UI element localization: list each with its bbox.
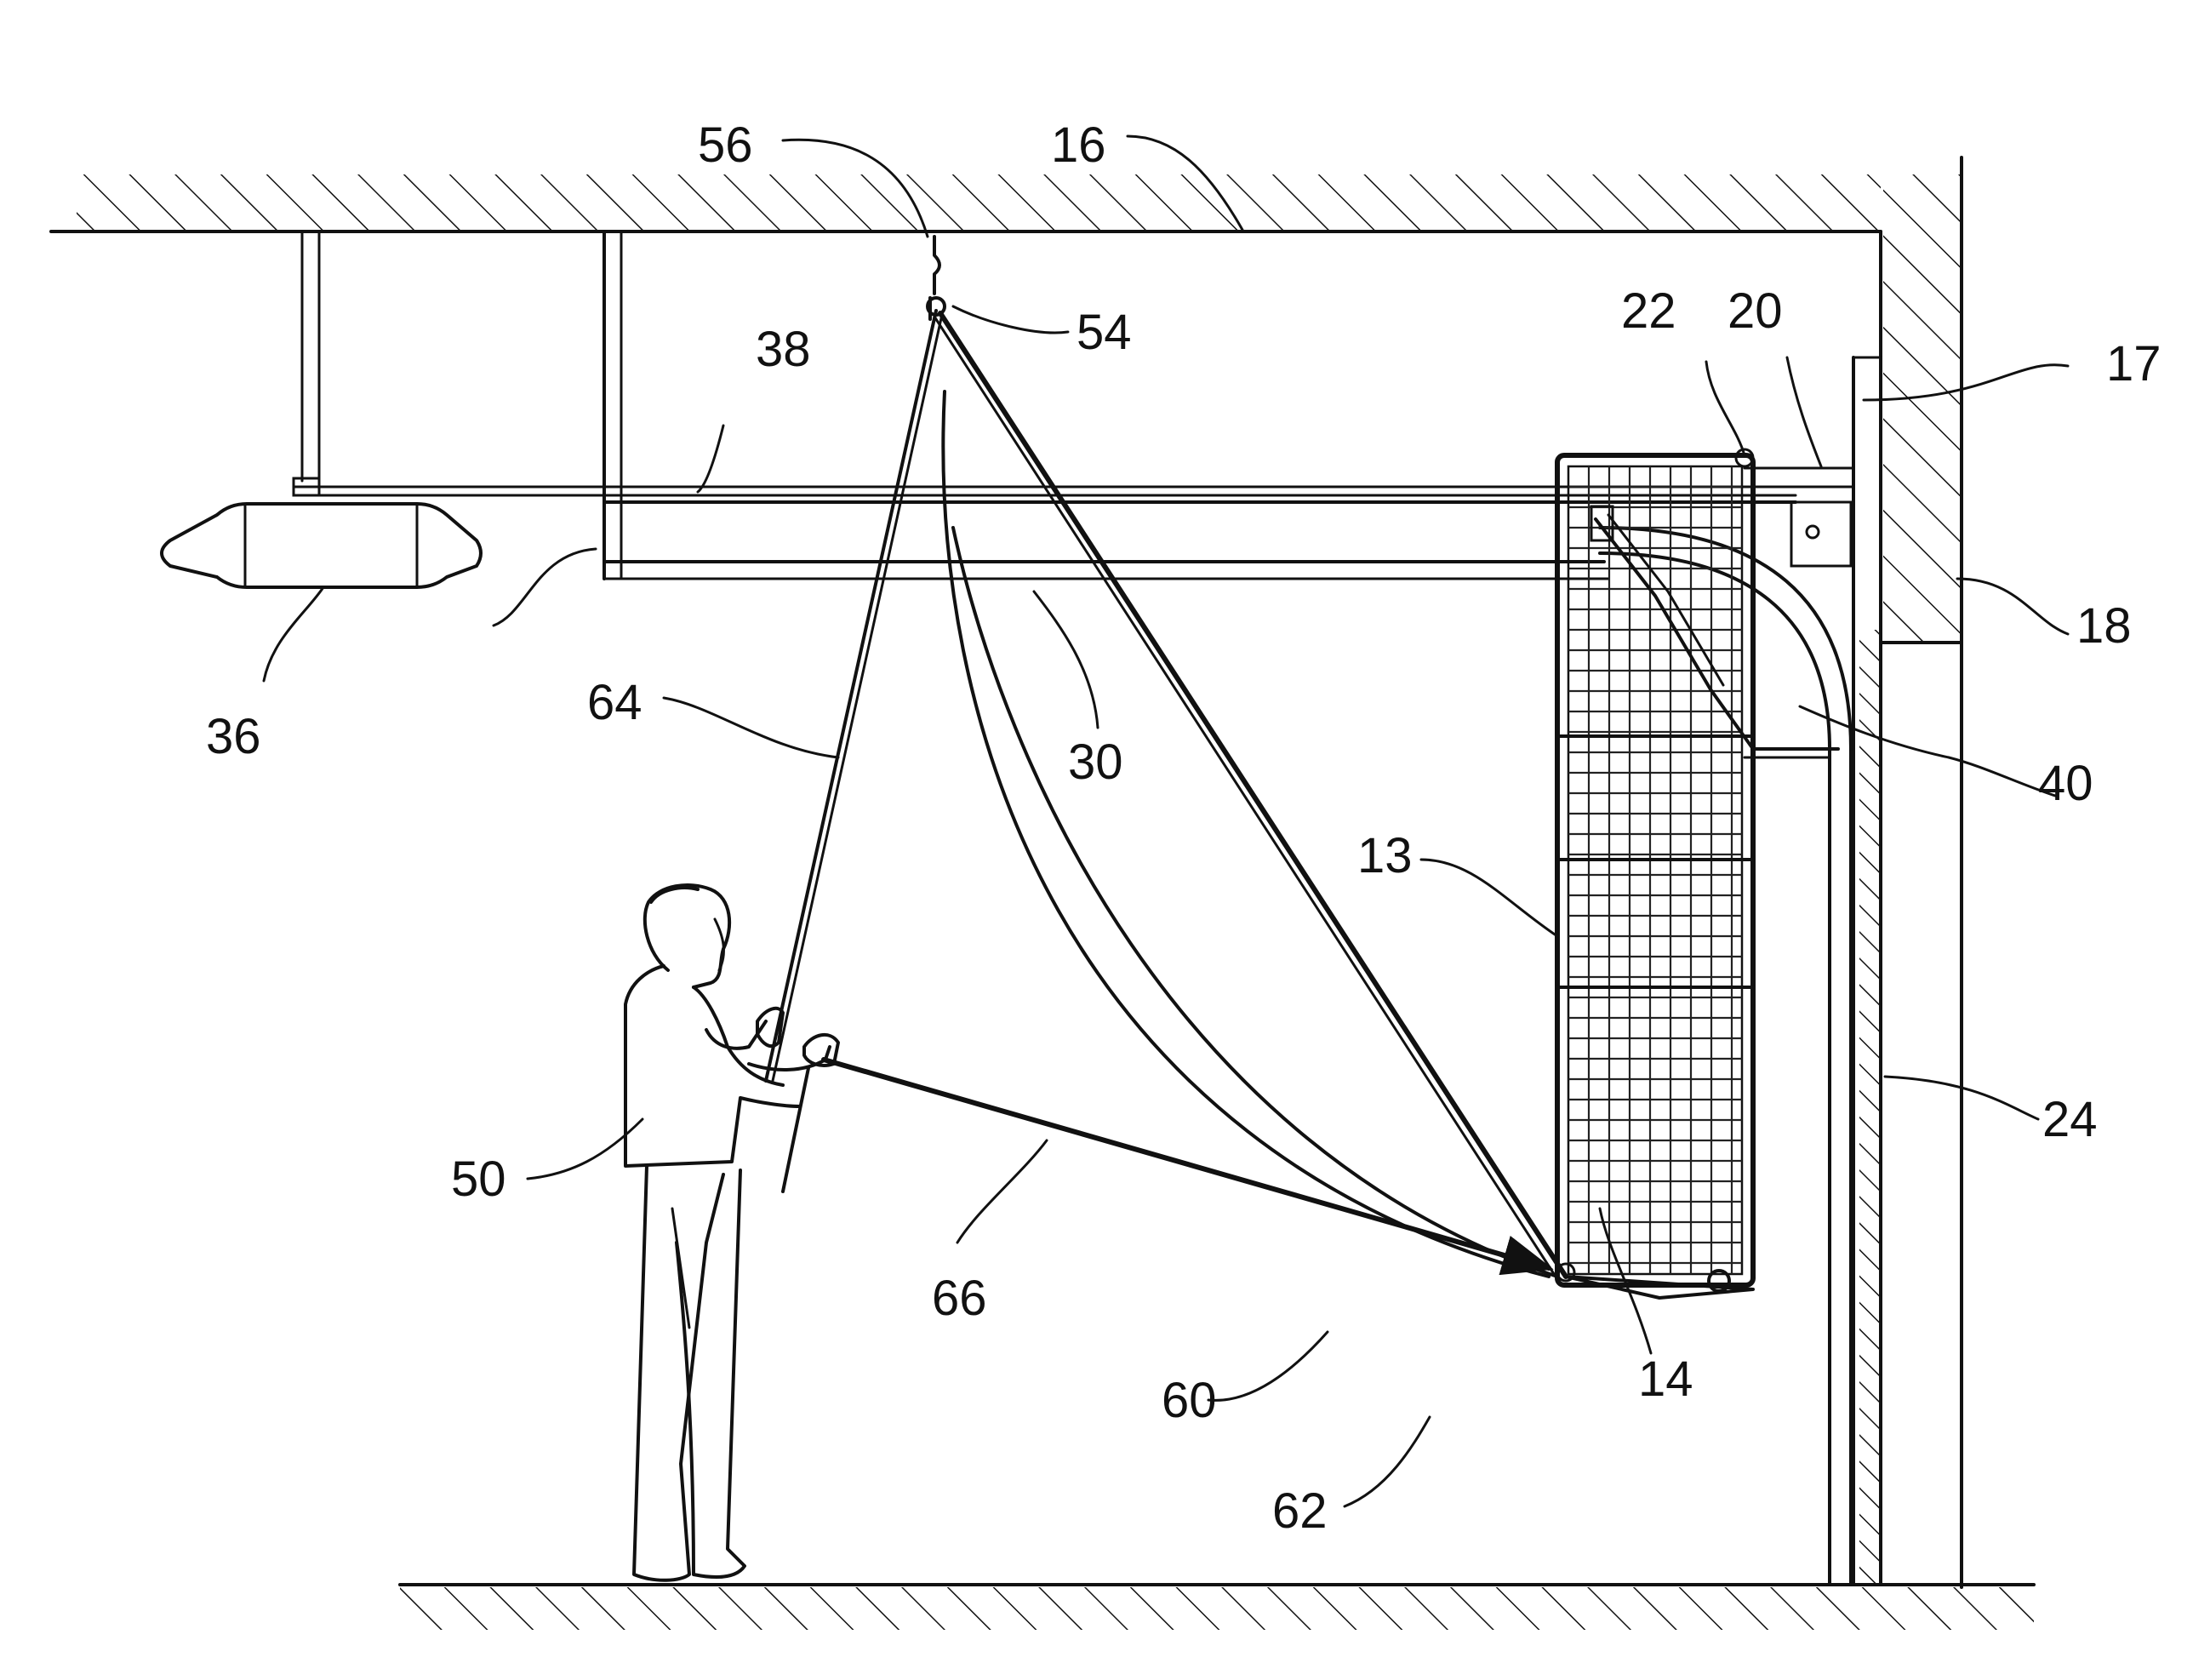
label-13: 13 [1357, 828, 1413, 883]
label-50: 50 [451, 1151, 506, 1207]
label-18: 18 [2076, 598, 2132, 654]
label-54: 54 [1077, 305, 1132, 360]
label-14: 14 [1638, 1351, 1693, 1407]
label-38: 38 [756, 322, 811, 377]
label-16: 16 [1051, 117, 1106, 173]
pulley-assembly [928, 237, 945, 319]
label-36: 36 [206, 709, 261, 764]
label-60: 60 [1162, 1373, 1217, 1428]
door-jamb [1853, 357, 1881, 1585]
swing-arc [943, 391, 1557, 1277]
label-62: 62 [1272, 1483, 1328, 1539]
label-56: 56 [698, 117, 753, 173]
vertical-track [1830, 749, 1851, 1585]
label-17: 17 [2106, 336, 2162, 391]
label-66: 66 [932, 1271, 987, 1326]
curved-track [1600, 528, 1851, 757]
label-24: 24 [2042, 1092, 2098, 1147]
label-40: 40 [2038, 756, 2093, 811]
label-30: 30 [1068, 734, 1123, 790]
person-figure [625, 885, 838, 1580]
label-20: 20 [1728, 283, 1783, 339]
ceiling [51, 174, 1881, 357]
wall-header [1881, 157, 1962, 1587]
leader-lines [264, 136, 2068, 1506]
label-64: 64 [587, 675, 642, 730]
label-22: 22 [1621, 283, 1676, 339]
opener-motor [162, 504, 481, 587]
floor [400, 1585, 2034, 1630]
arrow-66 [824, 1060, 1549, 1268]
pole-64 [766, 311, 943, 1191]
